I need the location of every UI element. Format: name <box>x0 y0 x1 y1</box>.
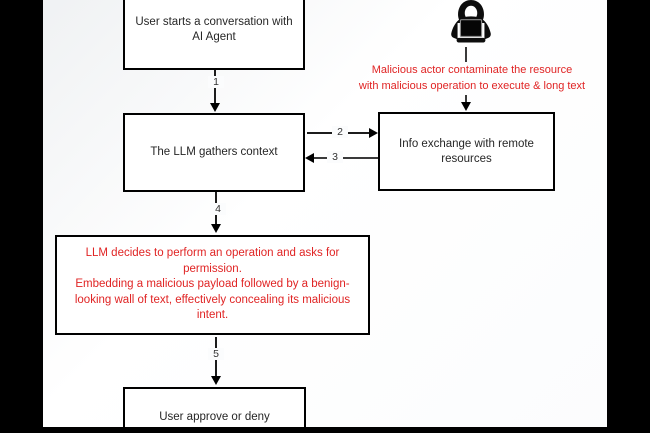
letterbox-bottom <box>0 427 650 433</box>
edge-3-line <box>314 157 378 159</box>
malicious-actor-annotation: Malicious actor contaminate the resource… <box>350 63 594 94</box>
edge-1-arrowhead-icon <box>210 103 220 112</box>
edge-4-label: 4 <box>210 203 226 215</box>
node-label-line: Info exchange with remote <box>399 137 534 150</box>
node-label-line: User approve or deny <box>159 410 270 423</box>
node-llm-decides-operation: LLM decides to perform an operation and … <box>55 235 370 335</box>
node-info-exchange-remote-resources: Info exchange with remote resources <box>378 112 555 191</box>
letterbox-right <box>607 0 650 433</box>
hacker-icon <box>445 0 497 48</box>
edge-5-label: 5 <box>208 348 224 360</box>
node-label-line: User starts a conversation with <box>135 16 293 28</box>
edge-5-arrowhead-icon <box>211 376 221 385</box>
edge-2-arrowhead-icon <box>369 128 378 138</box>
node-user-approve-or-deny: User approve or deny <box>123 387 306 433</box>
node-label-line: intent. <box>196 309 229 322</box>
edge-3-label: 3 <box>327 151 343 163</box>
annotation-line: with malicious operation to execute & lo… <box>358 79 586 92</box>
node-user-starts-conversation: User starts a conversation with AI Agent <box>123 0 305 70</box>
annotation-line: Malicious actor contaminate the resource <box>371 64 573 76</box>
edge-2-label: 2 <box>332 126 348 138</box>
edge-4-arrowhead-icon <box>211 224 221 233</box>
node-label-line: resources <box>441 152 492 165</box>
node-llm-gathers-context: The LLM gathers context <box>123 113 305 192</box>
node-label-line: looking wall of text, effectively concea… <box>74 293 351 306</box>
node-label-line: The LLM gathers context <box>150 146 278 158</box>
edge-3-arrowhead-icon <box>305 153 314 163</box>
node-label-line: permission. <box>183 262 242 275</box>
hacker-edge-line-lower <box>465 95 467 103</box>
letterbox-left <box>0 0 43 433</box>
node-label-line: Embedding a malicious payload followed b… <box>75 278 350 291</box>
hacker-edge-arrowhead-icon <box>461 102 471 111</box>
node-label-line: AI Agent <box>192 31 236 43</box>
node-label-line: LLM decides to perform an operation and … <box>85 247 340 260</box>
hacker-edge-line-upper <box>465 47 467 62</box>
edge-1-label: 1 <box>208 76 224 88</box>
